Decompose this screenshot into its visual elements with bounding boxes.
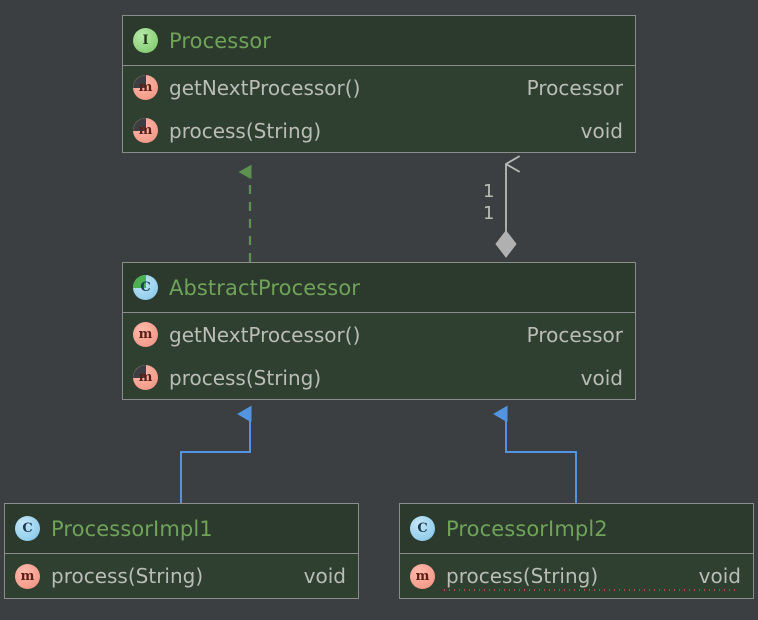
member-name: process(String) (169, 365, 322, 390)
interface-icon: I (133, 28, 158, 53)
class-members-processor-impl-1: m process(String) void (5, 554, 358, 598)
member-name: getNextProcessor() (169, 75, 361, 100)
class-icon: C (410, 516, 435, 541)
aggregation-multiplicity-target: 1 (483, 181, 495, 202)
member-name: process(String) (51, 564, 204, 588)
member-type: void (698, 564, 741, 588)
class-box-processor-impl-2[interactable]: C ProcessorImpl2 m process(String) void (399, 503, 754, 599)
member-name: process(String) (169, 118, 322, 143)
class-header-processor-impl-1[interactable]: C ProcessorImpl1 (5, 504, 358, 554)
member-row[interactable]: m process(String) void (5, 554, 358, 598)
member-row[interactable]: m process(String) void (123, 356, 635, 399)
member-row[interactable]: m process(String) void (400, 554, 753, 598)
member-type: Processor (526, 75, 623, 100)
class-title-abstract-processor: AbstractProcessor (169, 275, 360, 300)
edge-aggregation (495, 155, 520, 258)
aggregation-diamond (495, 230, 517, 258)
member-type: void (580, 365, 623, 390)
class-header-abstract-processor[interactable]: C AbstractProcessor (123, 263, 635, 313)
class-box-processor-impl-1[interactable]: C ProcessorImpl1 m process(String) void (4, 503, 359, 599)
member-row[interactable]: m process(String) void (123, 109, 635, 152)
aggregation-multiplicity-source: 1 (483, 203, 495, 224)
member-name: process(String) (446, 564, 599, 588)
member-type: void (303, 564, 346, 588)
class-header-processor-impl-2[interactable]: C ProcessorImpl2 (400, 504, 753, 554)
class-title-processor-impl-1: ProcessorImpl1 (51, 516, 213, 541)
method-icon: m (410, 563, 435, 589)
abstract-method-icon: m (133, 75, 158, 100)
class-icon: C (15, 516, 40, 541)
member-type: void (580, 118, 623, 143)
member-name: getNextProcessor() (169, 322, 361, 347)
class-box-processor[interactable]: I Processor m getNextProcessor() Process… (122, 15, 636, 153)
method-icon: m (133, 322, 158, 347)
method-icon: m (15, 563, 40, 589)
class-title-processor-impl-2: ProcessorImpl2 (446, 516, 608, 541)
class-members-processor: m getNextProcessor() Processor m process… (123, 66, 635, 152)
class-box-abstract-processor[interactable]: C AbstractProcessor m getNextProcessor()… (122, 262, 636, 400)
edge-inheritance-impl1 (180, 414, 250, 503)
class-members-abstract-processor: m getNextProcessor() Processor m process… (123, 313, 635, 399)
class-members-processor-impl-2: m process(String) void (400, 554, 753, 598)
abstract-method-icon: m (133, 118, 158, 143)
class-title-processor: Processor (169, 28, 272, 53)
abstract-class-icon: C (133, 275, 158, 300)
edge-inheritance-impl2 (506, 414, 577, 503)
member-row[interactable]: m getNextProcessor() Processor (123, 313, 635, 356)
class-header-processor[interactable]: I Processor (123, 16, 635, 66)
member-row[interactable]: m getNextProcessor() Processor (123, 66, 635, 109)
abstract-method-icon: m (133, 365, 158, 390)
error-underline (444, 589, 739, 591)
member-type: Processor (526, 322, 623, 347)
